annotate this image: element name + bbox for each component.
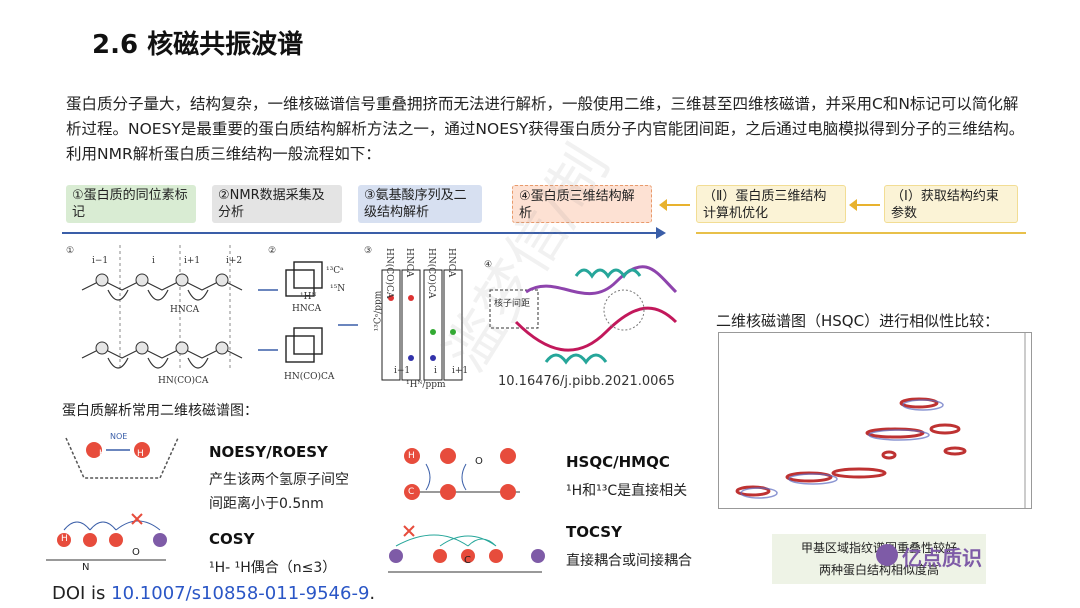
noesy-desc-2: 间距离小于0.5nm [209, 496, 324, 512]
circle-4: ④ [484, 260, 493, 270]
axis-h1-ppm: ¹Hᴺ/ppm [406, 380, 446, 390]
label-h1: ¹Hᴺ [300, 292, 317, 302]
tocsy-atom-c: C [464, 555, 471, 566]
hsqc-title: HSQC/HMQC [566, 453, 670, 471]
residue-i: i [152, 256, 155, 266]
noesy-atom-h1: H [99, 449, 106, 459]
zoom-label: 核子间距 [494, 299, 531, 309]
strip-bottom-0: i−1 [394, 366, 411, 376]
common-spectra-heading: 蛋白质解析常用二维核磁谱图： [62, 403, 258, 419]
doi-line: DOI is 10.1007/s10858-011-9546-9. [52, 583, 375, 604]
hsqc-spectrum-svg [735, 333, 1026, 508]
flow-step-4: ④蛋白质三维结构解析 [512, 185, 652, 223]
hsqc-diagram [404, 448, 520, 500]
pulse-sequence-figure [81, 245, 463, 381]
flow-arrow-head [656, 227, 666, 239]
flow-right-line [696, 232, 1026, 234]
residue-ip1: i+1 [184, 256, 201, 266]
intro-paragraph: 蛋白质分子量大，结构复杂，一维核磁谱信号重叠拥挤而无法进行解析，一般使用二维，三… [66, 95, 1025, 163]
circle-2: ② [268, 246, 277, 256]
cosy-title: COSY [209, 530, 255, 548]
noe-label: NOE [110, 432, 128, 441]
doi-suffix: . [369, 583, 376, 604]
wechat-icon [876, 544, 898, 566]
hsqc-atom-c: C [408, 487, 415, 497]
strip-label-3: HNCA [446, 248, 456, 278]
cosy-atom-o: O [132, 547, 140, 558]
circle-3: ③ [364, 246, 373, 256]
noesy-desc-1: 产生该两个氢原子间空 [209, 472, 349, 488]
strip-bottom-2: i+1 [452, 366, 469, 376]
strip-label-0: HN(CO)CA [384, 248, 394, 299]
tocsy-diagram [388, 525, 545, 573]
flow-step-3: ③氨基酸序列及二级结构解析 [358, 185, 482, 223]
brand-label: 亿点质识 [902, 546, 982, 570]
hsqc-desc: ¹H和¹³C是直接相关 [566, 483, 688, 499]
cosy-atom-h: H [61, 534, 68, 544]
noesy-title: NOESY/ROESY [209, 443, 328, 461]
hsqc-atom-o: O [475, 456, 483, 467]
flow-step-I: （Ⅰ）获取结构约束参数 [884, 185, 1018, 223]
cosy-atom-n: N [82, 562, 90, 573]
hsqc-spectrum-plot [718, 332, 1032, 509]
label-hnca-box: HNCA [292, 304, 322, 314]
cosy-diagram [46, 513, 167, 561]
doi-prefix: DOI is [52, 583, 112, 604]
flow-arrow-left-2 [849, 199, 880, 211]
protein-structure-illustration [489, 265, 678, 365]
circle-1: ① [66, 246, 75, 256]
label-hncoca-box: HN(CO)CA [284, 372, 335, 382]
hsqc-compare-heading: 二维核磁谱图（HSQC）进行相似性比较： [716, 312, 1000, 330]
strip-label-1: HNCA [404, 248, 414, 278]
doi-link[interactable]: 10.1007/s10858-011-9546-9 [111, 583, 370, 604]
flow-step-1: ①蛋白质的同位素标记 [66, 185, 196, 223]
noesy-atom-h2: H [137, 449, 144, 459]
residue-im1: i−1 [92, 256, 109, 266]
flow-step-II: （Ⅱ）蛋白质三维结构计算机优化 [696, 185, 846, 223]
label-hncoca: HN(CO)CA [158, 376, 209, 386]
flow-arrow-left-1 [659, 199, 690, 211]
cosy-desc: ¹H- ¹H偶合（n≤3） [209, 560, 337, 576]
strip-label-2: HN(CO)CA [426, 248, 436, 299]
hsqc-atom-h: H [408, 451, 415, 461]
axis-c13-ppm: ¹³Cᵃ/ppm [373, 290, 384, 332]
figure-doi: 10.16476/j.pibb.2021.0065 [498, 374, 675, 389]
label-hnca: HNCA [170, 305, 200, 315]
hsqc-caption-2: 两种蛋白结构相似度高 [818, 563, 939, 577]
residue-ip2: i+2 [226, 256, 243, 266]
hsqc-caption-box: 甲基区域指纹谱图重叠性较好 两种蛋白结构相似度高 [772, 534, 986, 584]
noesy-diagram [65, 437, 179, 479]
strip-bottom-1: i [434, 366, 437, 376]
label-c13: ¹³Cᵃ [326, 266, 344, 276]
tocsy-desc: 直接耦合或间接耦合 [566, 553, 692, 569]
page-title: 2.6 核磁共振波谱 [92, 30, 304, 60]
flow-step-2: ②NMR数据采集及分析 [212, 185, 342, 223]
label-n15: ¹⁵N [330, 284, 346, 294]
tocsy-title: TOCSY [566, 523, 622, 541]
flow-arrow-line [62, 232, 662, 234]
